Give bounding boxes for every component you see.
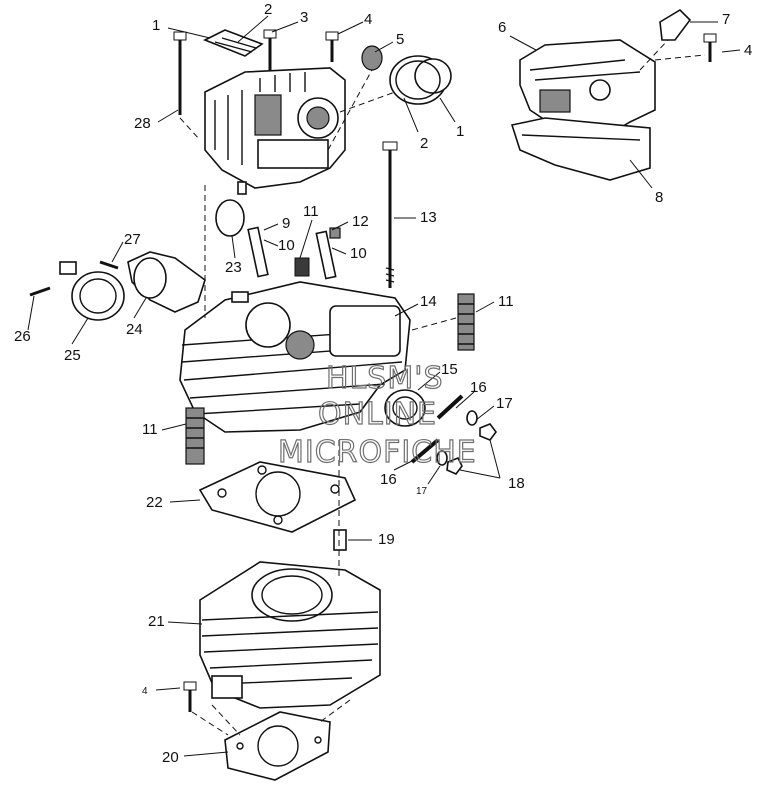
callout-5-top: 5 <box>396 31 404 48</box>
callout-6: 6 <box>498 19 506 36</box>
dowel-pin <box>333 529 347 551</box>
callout-11-mid: 11 <box>303 203 319 220</box>
rocker-bolts <box>173 29 339 115</box>
callout-labels: 1 2 3 4 5 2 1 6 7 4 8 28 9 11 12 13 10 1… <box>14 1 752 766</box>
tappet-cover-top <box>203 29 264 57</box>
callout-23: 23 <box>225 259 242 276</box>
callout-11-right: 11 <box>498 293 514 310</box>
callout-25: 25 <box>64 347 81 364</box>
callout-2-mid: 2 <box>420 135 428 152</box>
callout-16-bottom: 16 <box>380 471 397 488</box>
studs-nuts <box>410 394 497 475</box>
callout-10-a: 10 <box>278 237 295 254</box>
callout-8: 8 <box>655 189 663 206</box>
callout-19: 19 <box>378 531 395 548</box>
cylinder-block <box>199 561 381 709</box>
callout-3: 3 <box>300 9 308 26</box>
callout-11-left: 11 <box>142 421 158 438</box>
callout-21: 21 <box>148 613 165 630</box>
assembly-lines <box>179 69 457 736</box>
callout-20: 20 <box>162 749 179 766</box>
watermark-line-3: MICROFICHE <box>278 435 477 470</box>
callout-14: 14 <box>420 293 437 310</box>
watermark-line-1: HLSM'S <box>326 361 444 396</box>
cylinder-head-internals <box>215 141 398 288</box>
intake-manifold <box>29 251 206 321</box>
callout-16-top: 16 <box>470 379 487 396</box>
callout-27: 27 <box>124 231 141 248</box>
callout-9: 9 <box>282 215 290 232</box>
callout-7: 7 <box>722 11 730 28</box>
round-cover <box>361 45 452 105</box>
callout-4-bottom: 4 <box>142 686 148 697</box>
callout-28: 28 <box>134 115 151 132</box>
callout-2-top: 2 <box>264 1 272 18</box>
callout-22: 22 <box>146 494 163 511</box>
shim-stacks <box>185 293 475 465</box>
callout-26: 26 <box>14 328 31 345</box>
callout-17-top: 17 <box>496 395 513 412</box>
callout-12: 12 <box>352 213 369 230</box>
callout-17-bottom: 17 <box>416 486 428 497</box>
base-gasket <box>224 711 331 781</box>
callout-1-top: 1 <box>152 17 160 34</box>
callout-15: 15 <box>441 361 458 378</box>
bolt-bottom <box>183 681 197 712</box>
valve-cover <box>510 8 717 181</box>
callout-18: 18 <box>508 475 525 492</box>
callout-24: 24 <box>126 321 143 338</box>
head-gasket <box>198 461 357 533</box>
watermark: HLSM'S ONLINE MICROFICHE <box>277 360 477 470</box>
callout-13: 13 <box>420 209 437 226</box>
watermark-line-2: ONLINE <box>318 397 437 432</box>
callout-10-b: 10 <box>350 245 367 262</box>
leader-lines <box>27 15 741 757</box>
rocker-box <box>204 67 346 195</box>
callout-4-right: 4 <box>744 42 752 59</box>
callout-4-top: 4 <box>364 11 372 28</box>
callout-1-mid: 1 <box>456 123 464 140</box>
